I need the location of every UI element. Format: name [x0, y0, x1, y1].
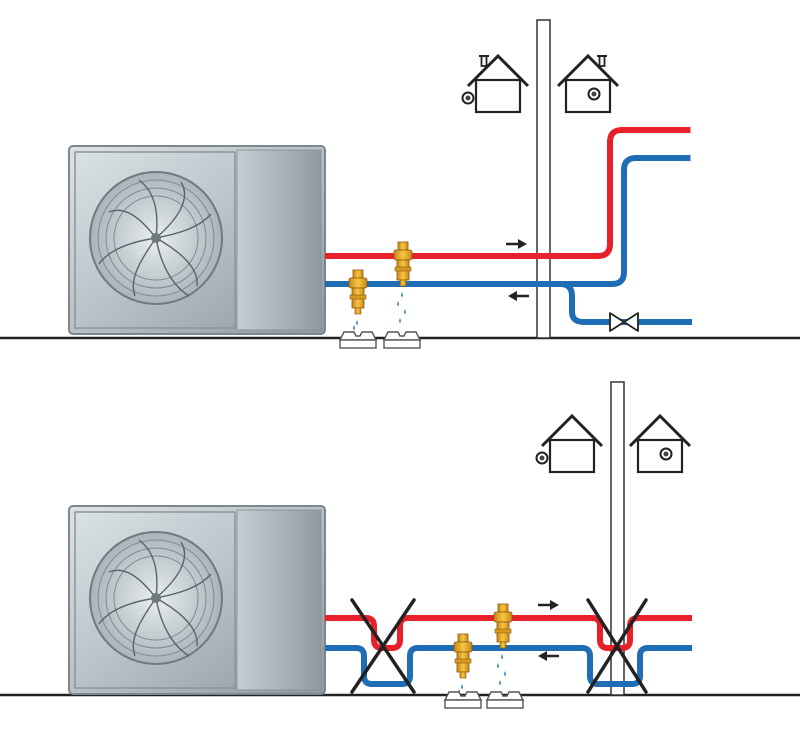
return-pipe-riser	[560, 155, 692, 287]
wall	[610, 381, 625, 696]
heat-pump-unit	[68, 505, 326, 695]
flow-arrow	[538, 651, 559, 661]
water-drops	[353, 320, 358, 330]
flow-arrow	[506, 239, 527, 249]
cross-mark	[586, 598, 648, 694]
water-drops	[497, 654, 506, 685]
drain-valve	[339, 331, 377, 349]
house-icon	[461, 54, 530, 114]
water-drops	[397, 292, 406, 323]
flow-arrow	[538, 600, 559, 610]
house-icon	[535, 414, 604, 474]
drain-valve-body	[453, 633, 473, 679]
frost-valve	[348, 269, 368, 315]
drain-valve	[383, 331, 421, 349]
cross-mark	[350, 598, 416, 694]
shutoff-valve	[609, 312, 639, 332]
house-icon	[628, 414, 692, 474]
frost-valve	[393, 241, 413, 287]
wall	[536, 19, 551, 339]
flow-arrow	[508, 291, 529, 301]
panel-incorrect-installation	[0, 381, 800, 709]
house-icon	[556, 54, 620, 114]
heat-pump-unit	[68, 145, 326, 335]
drain-valve-body	[493, 603, 513, 649]
supply-pipe	[325, 127, 692, 259]
panel-correct-installation	[0, 19, 800, 349]
